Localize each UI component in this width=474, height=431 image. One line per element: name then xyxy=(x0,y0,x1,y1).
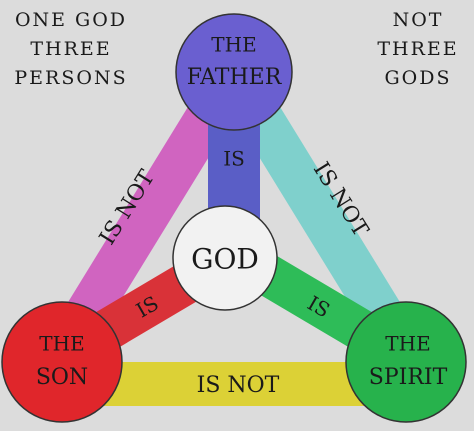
label-son-spirit: IS NOT xyxy=(197,373,280,398)
circle-son xyxy=(1,301,123,423)
caption-line: THREE xyxy=(30,38,112,60)
god-label: GOD xyxy=(191,243,259,276)
spirit-line-2: SPIRIT xyxy=(369,365,448,390)
corner-caption-right: NOT THREE GODS xyxy=(368,6,468,93)
circle-god xyxy=(172,205,278,311)
son-line-1: THE xyxy=(39,332,84,356)
father-line-1: THE xyxy=(211,33,256,57)
caption-line: ONE GOD xyxy=(14,9,128,31)
son-line-2: SON xyxy=(36,365,88,390)
circle-father xyxy=(175,13,293,131)
label-father-god: IS xyxy=(223,147,245,171)
spirit-line-1: THE xyxy=(385,332,430,356)
caption-line: PERSONS xyxy=(14,67,128,89)
corner-caption-left: ONE GOD THREE PERSONS xyxy=(6,6,136,93)
caption-line: THREE xyxy=(377,38,459,60)
caption-line: NOT xyxy=(392,9,444,31)
father-line-2: FATHER xyxy=(187,65,283,90)
circle-spirit xyxy=(345,301,467,423)
caption-line: GODS xyxy=(384,67,452,89)
